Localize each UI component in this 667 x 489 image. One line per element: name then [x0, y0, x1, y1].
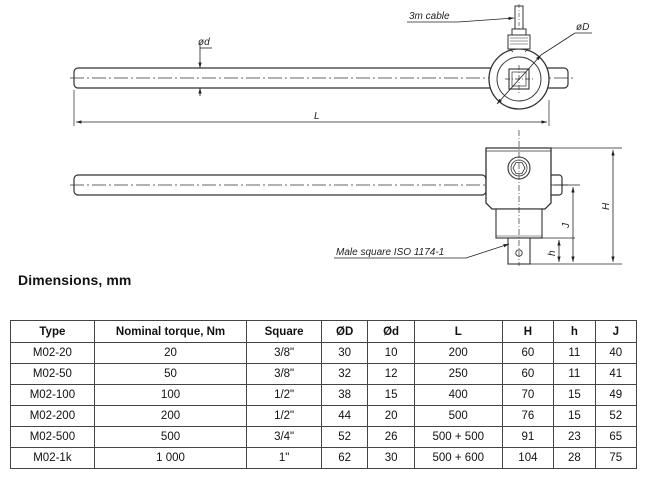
table-cell: 30	[320, 342, 369, 364]
table-cell: M02-1k	[10, 447, 95, 469]
table-cell: 15	[367, 384, 415, 406]
table-cell: 1"	[246, 447, 322, 469]
table-cell: 10	[367, 342, 415, 364]
column-header: h	[553, 320, 596, 343]
table-cell: 1 000	[93, 447, 248, 469]
table-cell: 65	[594, 426, 638, 448]
cable-gland	[507, 4, 531, 53]
table-cell: 52	[594, 405, 638, 427]
table-cell: 40	[594, 342, 638, 364]
table-cell: 500 + 500	[413, 426, 503, 448]
table-cell: 26	[367, 426, 415, 448]
table-cell: 60	[501, 363, 555, 385]
table-cell: 3/8"	[246, 363, 322, 385]
j-label: J	[561, 222, 572, 229]
table-cell: 15	[553, 405, 596, 427]
column-header: ØD	[320, 320, 369, 343]
table-cell: 250	[413, 363, 503, 385]
table-cell: M02-200	[10, 405, 95, 427]
top-view	[70, 4, 592, 126]
table-cell: M02-20	[10, 342, 95, 364]
table-cell: 11	[553, 363, 596, 385]
table-cell: 12	[367, 363, 415, 385]
table-cell: 500	[93, 426, 248, 448]
table-cell: 38	[320, 384, 369, 406]
table-cell: 11	[553, 342, 596, 364]
column-header: J	[594, 320, 638, 343]
column-header: Nominal torque, Nm	[93, 320, 248, 343]
column-header: Type	[10, 320, 95, 343]
side-view	[70, 130, 622, 266]
table-cell: 30	[367, 447, 415, 469]
table-cell: 200	[93, 405, 248, 427]
table-cell: 23	[553, 426, 596, 448]
table-cell: 41	[594, 363, 638, 385]
table-cell: M02-100	[10, 384, 95, 406]
column-header: L	[413, 320, 503, 343]
section-title: Dimensions, mm	[18, 272, 132, 288]
table-cell: 1/2"	[246, 405, 322, 427]
height-label: H	[601, 202, 612, 210]
table-cell: 20	[367, 405, 415, 427]
dia-big-label: øD	[576, 22, 589, 33]
column-header: H	[501, 320, 555, 343]
table-cell: M02-50	[10, 363, 95, 385]
table-cell: 500 + 600	[413, 447, 503, 469]
length-label: L	[314, 111, 320, 122]
table-cell: 76	[501, 405, 555, 427]
h-label: h	[547, 250, 558, 256]
table-cell: 400	[413, 384, 503, 406]
table-cell: 20	[93, 342, 248, 364]
table-cell: 50	[93, 363, 248, 385]
column-header: Ød	[367, 320, 415, 343]
table-cell: 3/8"	[246, 342, 322, 364]
table-cell: 1/2"	[246, 384, 322, 406]
table-cell: 60	[501, 342, 555, 364]
table-cell: 3/4"	[246, 426, 322, 448]
table-cell: 104	[501, 447, 555, 469]
dia-small-label: ød	[198, 37, 210, 48]
table-cell: 500	[413, 405, 503, 427]
table-cell: 91	[501, 426, 555, 448]
table-cell: 100	[93, 384, 248, 406]
table-cell: 200	[413, 342, 503, 364]
square-note: Male square ISO 1174-1	[336, 247, 444, 258]
table-cell: 75	[594, 447, 638, 469]
table-cell: M02-500	[10, 426, 95, 448]
cable-label: 3m cable	[409, 11, 450, 22]
column-header: Square	[246, 320, 322, 343]
table-cell: 32	[320, 363, 369, 385]
table-cell: 15	[553, 384, 596, 406]
technical-drawing: 3m cable øD ød L H	[70, 4, 622, 266]
table-cell: 52	[320, 426, 369, 448]
table-cell: 70	[501, 384, 555, 406]
table-cell: 44	[320, 405, 369, 427]
table-cell: 49	[594, 384, 638, 406]
table-cell: 28	[553, 447, 596, 469]
table-cell: 62	[320, 447, 369, 469]
